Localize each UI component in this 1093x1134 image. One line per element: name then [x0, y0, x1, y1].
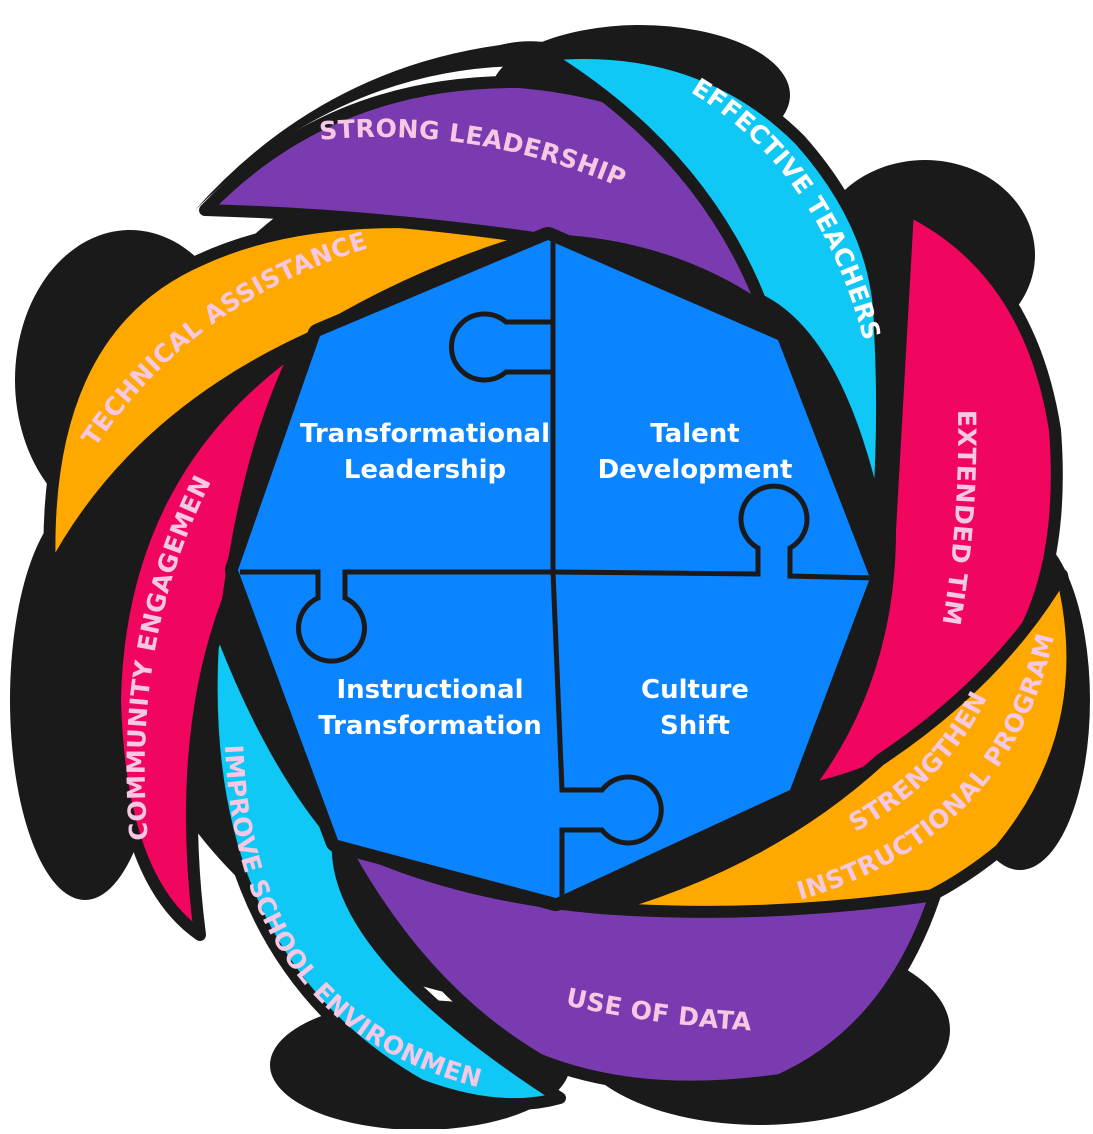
piece-label-instructional: Instructional	[336, 675, 523, 705]
piece-label-talent: Talent	[650, 419, 739, 449]
piece-label-leadership: Leadership	[344, 455, 506, 485]
piece-label-transformational: Transformational	[300, 419, 550, 449]
piece-label-transformation: Transformation	[318, 711, 542, 741]
piece-label-shift: Shift	[660, 711, 730, 741]
puzzle-seams	[240, 240, 870, 898]
petal-effective-teachers	[539, 47, 889, 526]
piece-label-development: Development	[598, 455, 793, 485]
piece-label-culture: Culture	[641, 675, 749, 705]
center-puzzle	[225, 227, 883, 911]
petal-improve-school-environment	[205, 609, 566, 1111]
